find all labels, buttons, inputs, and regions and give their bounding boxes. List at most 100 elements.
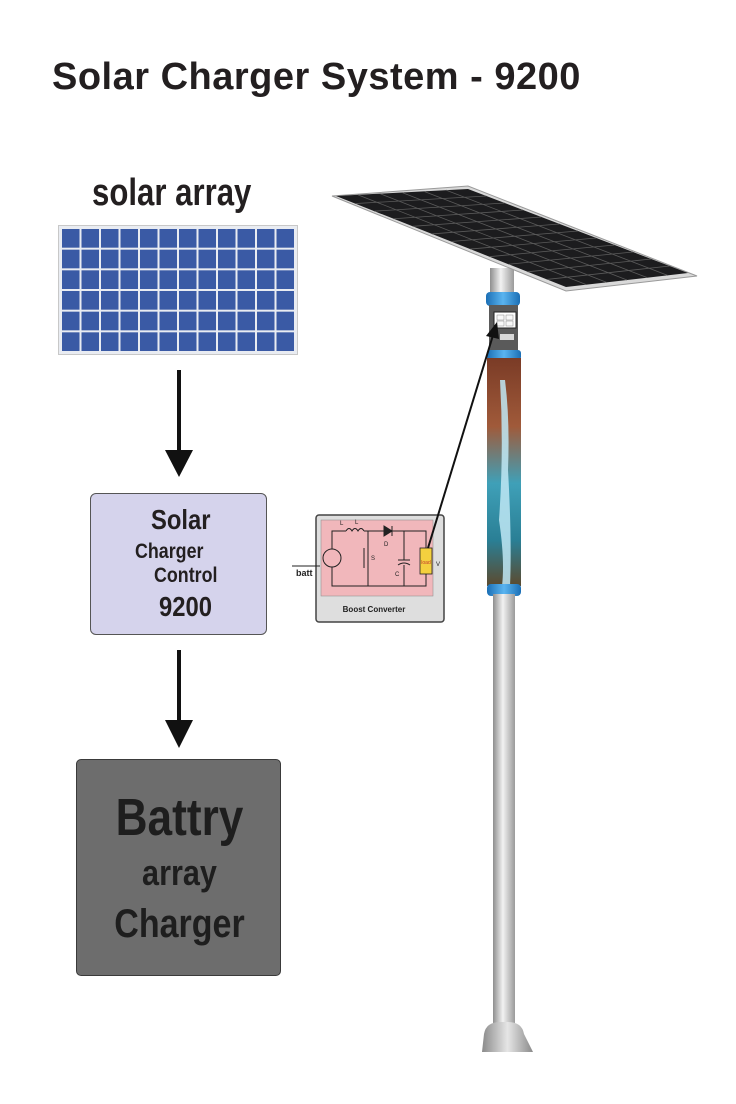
- solar-cell: [198, 332, 216, 351]
- solar-cell: [276, 229, 294, 248]
- solar-cell: [140, 249, 158, 269]
- solar-cell: [257, 332, 275, 351]
- solar-cell: [218, 229, 236, 248]
- solar-cell: [101, 249, 119, 269]
- solar-cell: [218, 249, 236, 269]
- panel-grid-line: [445, 189, 668, 276]
- solar-cell: [237, 291, 255, 310]
- street-light-pole: [482, 268, 533, 1052]
- solar-cell: [159, 291, 177, 310]
- solar-cell: [120, 332, 138, 351]
- solar-cell: [159, 229, 177, 248]
- solar-cell: [81, 332, 99, 351]
- switch-label: S: [371, 556, 375, 562]
- capacitor-label: C: [395, 572, 400, 578]
- solar-cell: [276, 270, 294, 289]
- solar-cell: [140, 229, 158, 248]
- solar-cell: [62, 270, 80, 289]
- solar-cell: [237, 249, 255, 269]
- solar-cell: [159, 332, 177, 351]
- page-title: Solar Charger System - 9200: [52, 56, 581, 98]
- solar-cell: [81, 270, 99, 289]
- solar-cell: [140, 270, 158, 289]
- solar-cell: [237, 311, 255, 331]
- solar-cell: [120, 311, 138, 331]
- inductor-label: L: [355, 520, 359, 526]
- panel-grid-line: [379, 193, 607, 283]
- solar-cell: [276, 291, 294, 310]
- battery-line-3: Charger: [114, 902, 245, 946]
- solar-cell: [257, 291, 275, 310]
- solar-cell: [120, 249, 138, 269]
- solar-cell: [276, 249, 294, 269]
- solar-cell: [237, 332, 255, 351]
- solar-cell: [101, 291, 119, 310]
- battery-line-1: Battry: [115, 789, 244, 847]
- arrow-load-to-lamp: [427, 322, 499, 549]
- panel-grid-line: [423, 190, 648, 279]
- solar-cell: [81, 229, 99, 248]
- solar-cell: [62, 291, 80, 310]
- solar-cell: [179, 291, 197, 310]
- solar-cell: [276, 332, 294, 351]
- solar-cell: [159, 249, 177, 269]
- controller-line-2: Charger: [135, 540, 204, 563]
- controller-line-4: 9200: [159, 591, 212, 622]
- load-label: load: [421, 560, 431, 566]
- solar-array-label: solar array: [92, 172, 252, 214]
- solar-cell: [218, 332, 236, 351]
- led-lamp-icon: [493, 311, 517, 340]
- output-label: V: [436, 562, 440, 568]
- panel-grid-line: [357, 194, 587, 286]
- solar-cell: [140, 332, 158, 351]
- solar-cell: [81, 249, 99, 269]
- solar-cell: [159, 311, 177, 331]
- solar-cell: [120, 291, 138, 310]
- solar-cell: [140, 291, 158, 310]
- arrow-controller-to-battery: [165, 650, 193, 748]
- solar-cell: [237, 229, 255, 248]
- solar-cell: [101, 332, 119, 351]
- solar-cell: [257, 311, 275, 331]
- battery-line-2: array: [142, 852, 217, 893]
- solar-cell: [218, 270, 236, 289]
- solar-cell: [62, 332, 80, 351]
- arrow-solar-to-controller: [165, 370, 193, 477]
- solar-cell: [62, 311, 80, 331]
- solar-cell: [198, 311, 216, 331]
- solar-cell: [257, 249, 275, 269]
- battery-array-box: Battry array Charger: [76, 759, 281, 976]
- solar-cell: [159, 270, 177, 289]
- solar-cell: [101, 311, 119, 331]
- solar-cell: [62, 249, 80, 269]
- solar-array-panel: [58, 225, 298, 355]
- solar-cell: [198, 291, 216, 310]
- solar-cell: [140, 311, 158, 331]
- solar-cell: [62, 229, 80, 248]
- solar-cell: [101, 229, 119, 248]
- solar-cell: [257, 270, 275, 289]
- boost-converter-diagram: load L L S D C V batt Boost Converter: [292, 514, 445, 623]
- solar-cell: [179, 229, 197, 248]
- solar-cell: [198, 229, 216, 248]
- solar-cell: [218, 291, 236, 310]
- solar-cells-grid: [59, 226, 297, 354]
- solar-cell: [120, 229, 138, 248]
- solar-cell: [237, 270, 255, 289]
- solar-cell: [81, 311, 99, 331]
- solar-cell: [179, 270, 197, 289]
- boost-converter-title: Boost Converter: [343, 605, 406, 614]
- solar-cell: [179, 311, 197, 331]
- solar-cell: [198, 249, 216, 269]
- solar-cell: [218, 311, 236, 331]
- solar-cell: [101, 270, 119, 289]
- solar-cell: [276, 311, 294, 331]
- solar-cell: [120, 270, 138, 289]
- solar-cell: [198, 270, 216, 289]
- pole-solar-panel: [331, 185, 698, 292]
- diode-label: D: [384, 542, 389, 548]
- panel-grid-line: [401, 192, 628, 281]
- solar-cell: [257, 229, 275, 248]
- batt-label: batt: [296, 568, 313, 578]
